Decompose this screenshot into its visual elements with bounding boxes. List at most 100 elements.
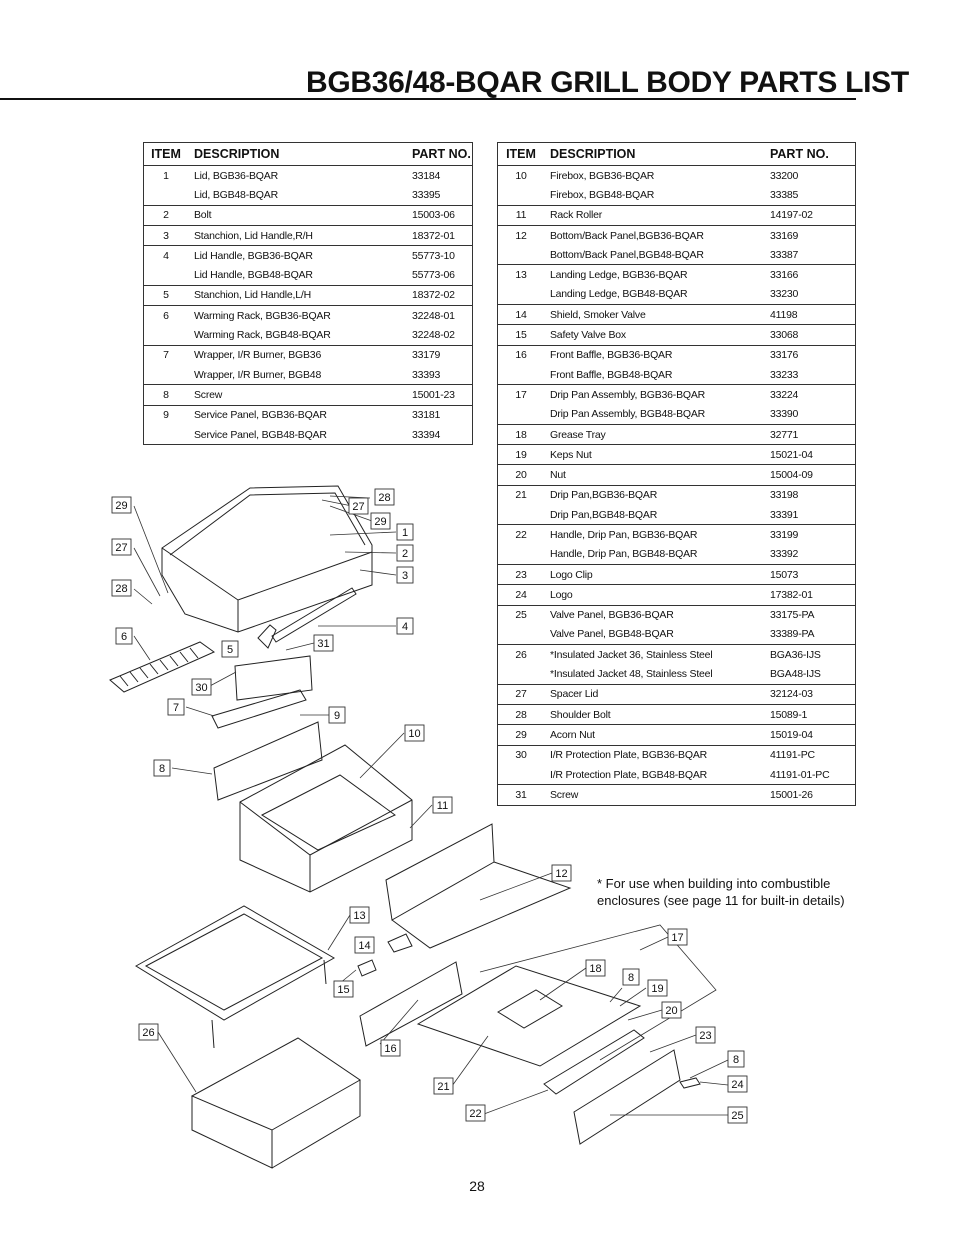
leader-lines bbox=[133, 495, 729, 1116]
cell-description: Acorn Nut bbox=[544, 724, 764, 746]
svg-text:8: 8 bbox=[159, 763, 165, 775]
cell-item: 17 bbox=[497, 384, 544, 405]
svg-text:23: 23 bbox=[699, 1030, 711, 1042]
callout-28: 28 bbox=[374, 488, 395, 506]
svg-text:22: 22 bbox=[469, 1108, 481, 1120]
callout-27: 27 bbox=[111, 538, 132, 556]
cell-item: 18 bbox=[497, 423, 544, 445]
cell-description: Valve Panel, BGB36-BQAR bbox=[544, 604, 764, 625]
cell-part-no: 15089-1 bbox=[764, 704, 856, 725]
cell-description: *Insulated Jacket 48, Stainless Steel bbox=[550, 668, 713, 681]
cell-item: 26 bbox=[497, 644, 544, 665]
cell-description: Drip Pan,BGB48-BQAR bbox=[550, 508, 658, 521]
cell-part-no: 33390 bbox=[770, 408, 799, 421]
cell-item: 8 bbox=[143, 384, 188, 406]
front-baffle-part bbox=[359, 961, 463, 1047]
safety-valve-box-part bbox=[357, 959, 377, 977]
cell-part-no: 33391 bbox=[770, 508, 799, 521]
svg-text:29: 29 bbox=[374, 516, 386, 528]
svg-text:2: 2 bbox=[402, 548, 408, 560]
svg-text:1: 1 bbox=[402, 527, 408, 539]
cell-item: 4 bbox=[143, 245, 188, 266]
callout-22: 22 bbox=[465, 1104, 486, 1122]
cell-item: 15 bbox=[497, 324, 544, 346]
landing-ledge-part bbox=[135, 905, 336, 1049]
svg-text:30: 30 bbox=[195, 682, 207, 694]
svg-text:6: 6 bbox=[121, 631, 127, 643]
cell-description: Handle, Drip Pan, BGB36-BQAR bbox=[544, 524, 764, 545]
cell-description: Stanchion, Lid Handle,R/H bbox=[188, 224, 406, 246]
cell-description: Front Baffle, BGB36-BQAR bbox=[544, 344, 764, 365]
cell-item: 29 bbox=[497, 724, 544, 746]
cell-part-no: 33224 bbox=[764, 384, 856, 405]
callout-23: 23 bbox=[695, 1026, 716, 1044]
svg-text:28: 28 bbox=[378, 492, 390, 504]
cell-item: 23 bbox=[497, 563, 544, 585]
cell-item: 19 bbox=[497, 444, 544, 465]
cell-item: 14 bbox=[497, 304, 544, 325]
cell-description: Keps Nut bbox=[544, 444, 764, 465]
svg-text:20: 20 bbox=[665, 1005, 677, 1017]
cell-item: 25 bbox=[497, 604, 544, 625]
cell-part-no: 33394 bbox=[412, 428, 441, 441]
table-row: Handle, Drip Pan, BGB48-BQAR 33392 bbox=[498, 545, 856, 565]
cell-item: 2 bbox=[143, 204, 188, 226]
cell-item: 5 bbox=[143, 284, 188, 306]
cell-part-no: 14197-02 bbox=[764, 204, 856, 226]
col-header-item: ITEM bbox=[497, 142, 544, 166]
cell-part-no: 15001-26 bbox=[764, 784, 856, 805]
cell-description: Firebox, BGB48-BQAR bbox=[550, 188, 655, 201]
drip-pan-handle-part bbox=[543, 1029, 645, 1095]
callout-11: 11 bbox=[432, 796, 453, 814]
cell-part-no: BGA36-IJS bbox=[764, 644, 856, 665]
svg-text:28: 28 bbox=[115, 583, 127, 595]
callout-17: 17 bbox=[667, 928, 688, 946]
wrapper-ir-burner-part bbox=[211, 655, 313, 729]
cell-description: Firebox, BGB36-BQAR bbox=[550, 169, 655, 182]
cell-part-no: 33068 bbox=[764, 324, 856, 346]
cell-part-no: 32124-03 bbox=[764, 683, 856, 705]
cell-item: 28 bbox=[497, 704, 544, 725]
cell-part-no: 33392 bbox=[770, 548, 799, 561]
svg-text:4: 4 bbox=[402, 621, 408, 633]
cell-description: Rack Roller bbox=[544, 204, 764, 226]
service-panel-part bbox=[213, 721, 323, 801]
cell-description: Wrapper, I/R Burner, BGB48 bbox=[194, 368, 322, 381]
cell-part-no: 41191-PC bbox=[764, 744, 856, 765]
svg-text:12: 12 bbox=[555, 868, 567, 880]
cell-item: 9 bbox=[143, 404, 188, 425]
col-header-part-no: PART NO. bbox=[764, 142, 856, 166]
cell-item: 12 bbox=[497, 224, 544, 246]
smoker-shield-part bbox=[387, 933, 413, 953]
cell-description: Bottom/Back Panel,BGB48-BQAR bbox=[550, 248, 704, 261]
cell-description: Safety Valve Box bbox=[544, 324, 764, 346]
svg-text:21: 21 bbox=[437, 1081, 449, 1093]
callout-7: 7 bbox=[167, 698, 185, 716]
cell-description: Handle, Drip Pan, BGB48-BQAR bbox=[550, 548, 698, 561]
callout-4: 4 bbox=[396, 617, 414, 635]
cell-item: 6 bbox=[143, 305, 188, 326]
cell-part-no: 33233 bbox=[770, 368, 799, 381]
cell-part-no: 15004-09 bbox=[764, 464, 856, 486]
svg-text:3: 3 bbox=[402, 570, 408, 582]
callout-15: 15 bbox=[333, 980, 354, 998]
callout-18: 18 bbox=[585, 959, 606, 977]
callout-9: 9 bbox=[328, 706, 346, 724]
callout-24: 24 bbox=[727, 1075, 748, 1093]
